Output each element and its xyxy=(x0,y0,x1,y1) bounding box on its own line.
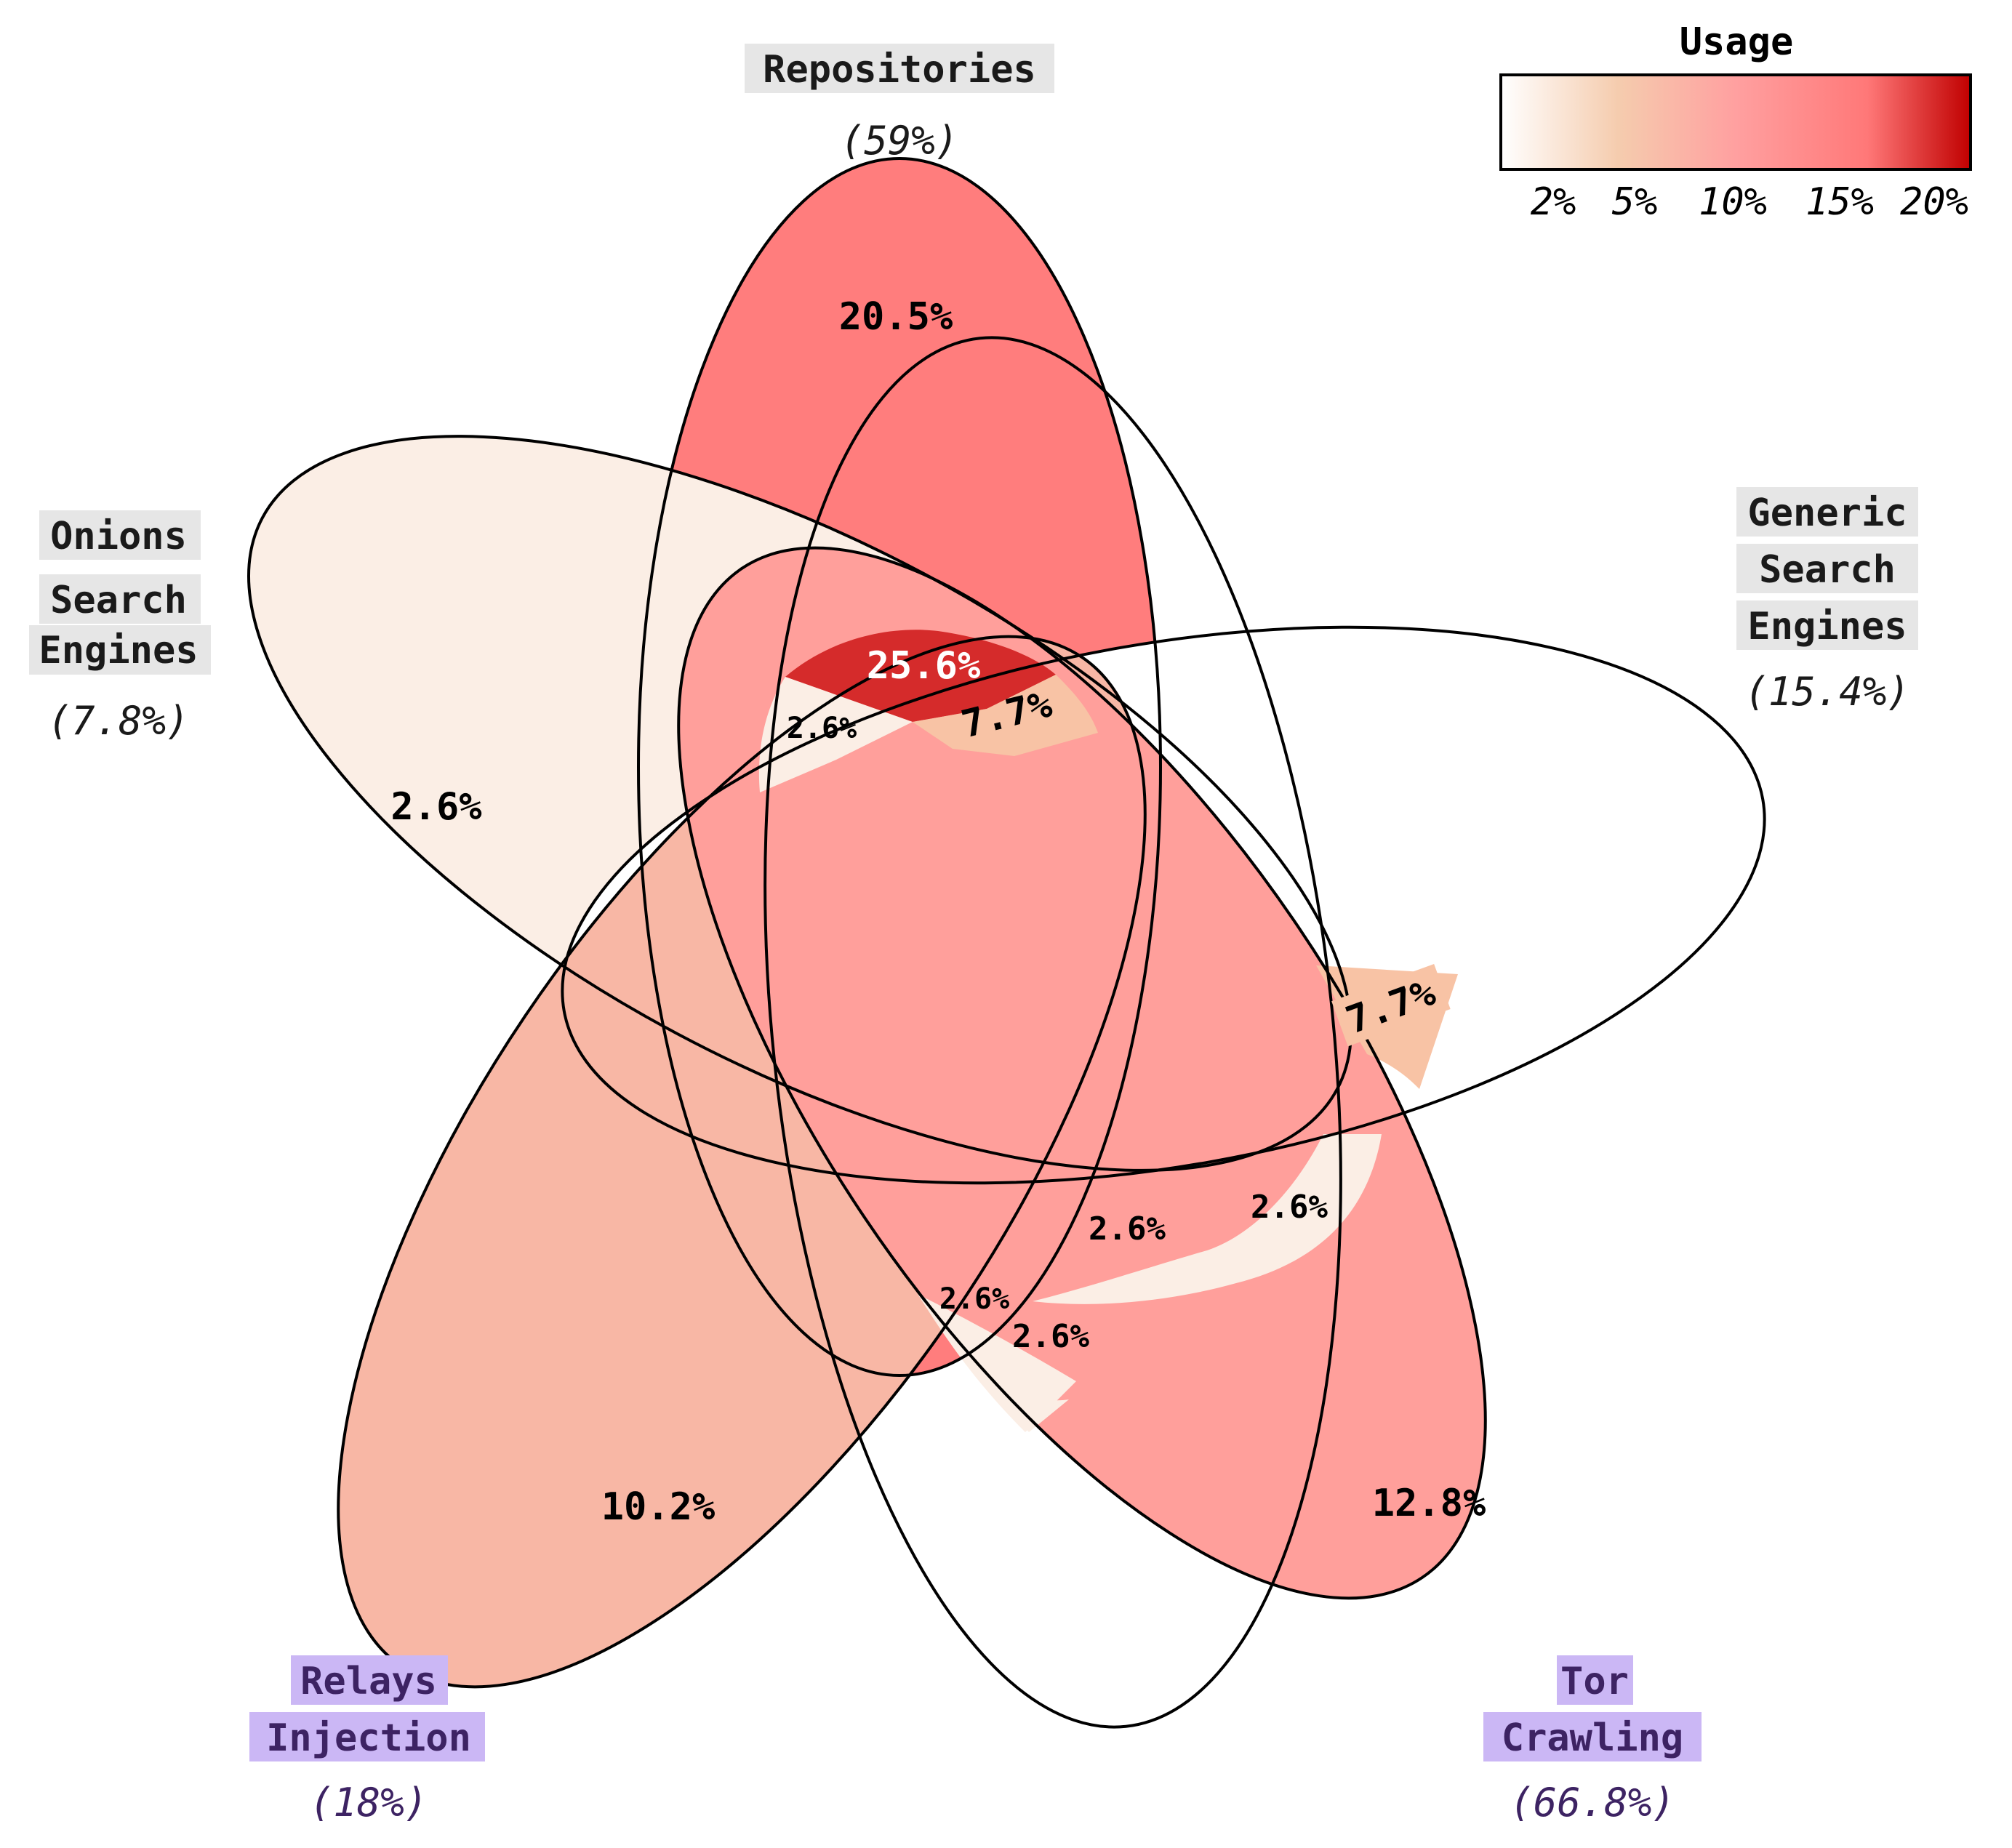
set-outlines xyxy=(247,157,1766,1729)
onions-label-line-1: Onions xyxy=(50,515,187,558)
onions-pct: (7.8%) xyxy=(47,698,189,744)
generic-label-bg-3 xyxy=(1736,600,1918,650)
legend-tick: 15% xyxy=(1805,180,1874,224)
onions-label-line-2: Search xyxy=(50,579,187,622)
legend-tick: 2% xyxy=(1531,180,1576,224)
generic-label-line-3: Engines xyxy=(1747,605,1907,648)
legend-colorbar xyxy=(1499,73,1972,171)
set-fills xyxy=(248,158,1765,1687)
onions-region-value: 2.6% xyxy=(390,785,481,829)
relays-label-line-2: Injection xyxy=(266,1716,471,1760)
relays-onions-region xyxy=(1033,1134,1382,1304)
inner-ellipse xyxy=(763,336,1342,1729)
legend: Usage 2% 5% 10% 15% 20% xyxy=(1499,20,1972,224)
tor-label-line-1: Tor xyxy=(1560,1660,1629,1703)
bottom-small-value: 2.6% xyxy=(939,1282,1009,1316)
repositories-ellipse xyxy=(637,157,1162,1377)
onions-label-bg-3 xyxy=(29,625,211,675)
onions-label-bg-1 xyxy=(39,510,201,560)
core-region xyxy=(785,630,1056,722)
relays-generic-value: 2.6% xyxy=(1251,1189,1328,1226)
legend-title: Usage xyxy=(1680,20,1794,64)
onions-label-line-3: Engines xyxy=(39,629,198,672)
tor-label-bg-2 xyxy=(1483,1712,1702,1761)
relays-pct: (18%) xyxy=(310,1780,428,1825)
tor-generic-value-bg xyxy=(1331,963,1451,1047)
relays-onions-value: 2.6% xyxy=(1089,1210,1166,1248)
legend-tick: 10% xyxy=(1699,180,1767,224)
tor-relays-value: 2.6% xyxy=(1012,1318,1089,1355)
generic-label-bg-2 xyxy=(1736,544,1918,593)
repositories-pct: (59%) xyxy=(841,118,959,164)
tor-ellipse xyxy=(677,546,1487,1600)
tor-relays-region xyxy=(918,1294,1076,1432)
repositories-region-value: 20.5% xyxy=(839,295,953,339)
relays-label-line-1: Relays xyxy=(300,1660,437,1703)
legend-tick: 5% xyxy=(1612,180,1658,224)
repo-onions-value: 2.6% xyxy=(787,712,857,745)
generic-label-line-2: Search xyxy=(1759,548,1896,592)
tor-label-bg-1 xyxy=(1557,1655,1633,1705)
onions-label-bg-2 xyxy=(39,574,201,624)
repo-tor-region xyxy=(913,675,1098,756)
repositories-label: Repositories xyxy=(763,48,1036,92)
relays-region-value: 10.2% xyxy=(601,1485,716,1529)
tor-ellipse-fill xyxy=(678,547,1486,1599)
tor-label-line-2: Crawling xyxy=(1502,1716,1683,1760)
core-value: 25.6% xyxy=(867,644,981,688)
generic-label-bg-1 xyxy=(1736,487,1918,537)
relays-label-bg-2 xyxy=(249,1712,485,1761)
repositories-label-bg xyxy=(745,44,1054,93)
legend-tick: 20% xyxy=(1900,180,1968,224)
generic-pct: (15.4%) xyxy=(1744,669,1910,715)
generic-ellipse xyxy=(561,625,1766,1185)
generic-label-line-1: Generic xyxy=(1747,491,1907,535)
repo-onions-region xyxy=(758,677,913,792)
tor-region-value: 12.8% xyxy=(1372,1482,1486,1525)
set-labels: Repositories (59%) Onions Search Engines… xyxy=(29,44,1918,1825)
tor-pct: (66.8%) xyxy=(1510,1780,1675,1825)
relays-label-bg-1 xyxy=(291,1655,448,1705)
